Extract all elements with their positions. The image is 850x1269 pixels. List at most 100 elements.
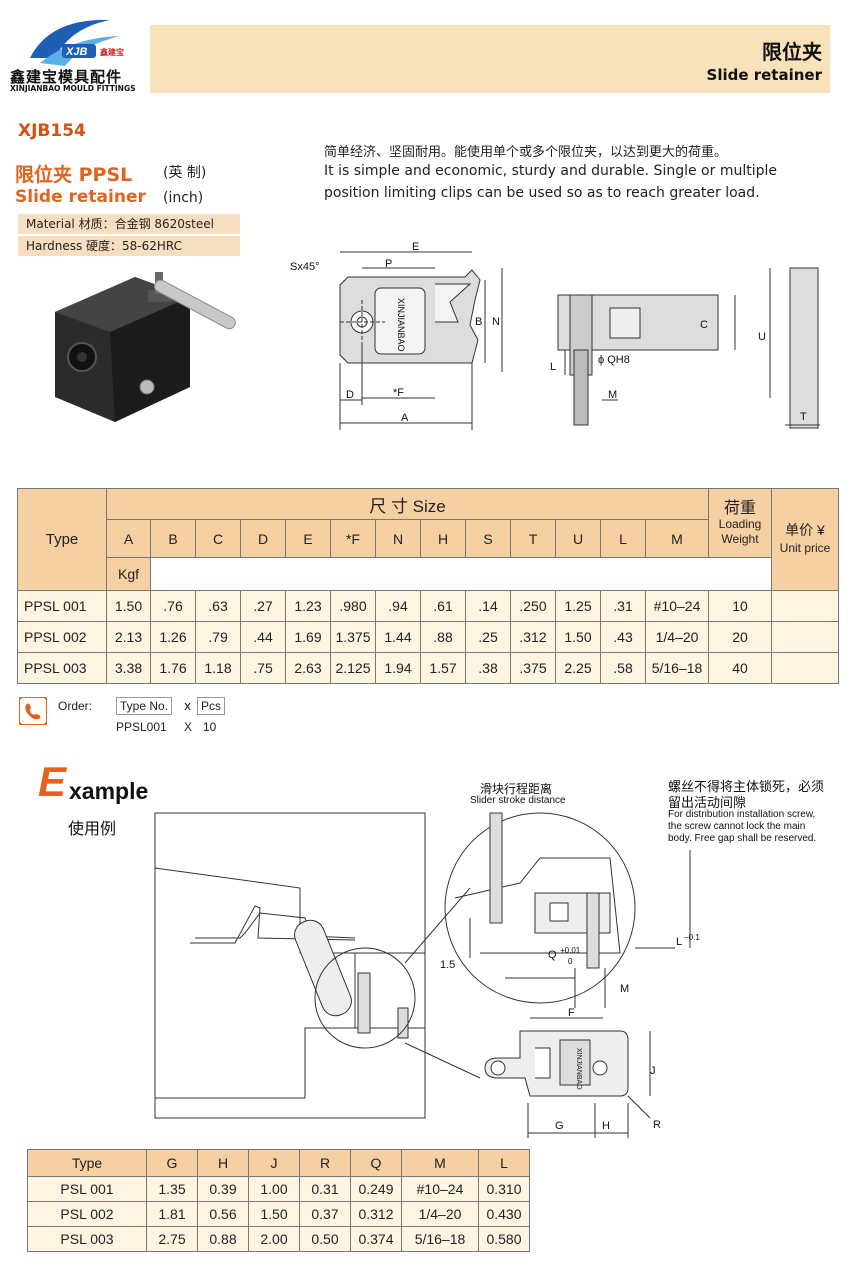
example-col-header: M bbox=[401, 1149, 479, 1177]
value-cell: 1.18 bbox=[195, 652, 241, 684]
page-title-en: Slide retainer bbox=[706, 66, 822, 84]
value-cell: .250 bbox=[510, 590, 556, 622]
value-cell: .61 bbox=[420, 590, 466, 622]
part-marking: XINJIANBAO bbox=[396, 298, 406, 352]
load-cell: 10 bbox=[708, 590, 772, 622]
load-cell: 20 bbox=[708, 621, 772, 653]
value-cell: 1.94 bbox=[375, 652, 421, 684]
type-cell: PPSL 003 bbox=[17, 652, 107, 684]
example-cell: 0.50 bbox=[299, 1226, 351, 1252]
logo-text: XJB bbox=[65, 46, 87, 58]
brand-logo: XJB 鑫建宝 bbox=[30, 19, 124, 66]
dim-t: T bbox=[800, 411, 807, 423]
value-cell: .312 bbox=[510, 621, 556, 653]
value-cell: 1.69 bbox=[285, 621, 331, 653]
value-cell: 1/4–20 bbox=[645, 621, 709, 653]
example-title-initial: E bbox=[38, 758, 67, 805]
col-header: B bbox=[150, 519, 196, 558]
col-header: D bbox=[240, 519, 286, 558]
dim-q-example: Q bbox=[548, 949, 557, 961]
dim-s45: Sx45° bbox=[290, 261, 319, 273]
price-cell bbox=[771, 590, 839, 622]
load-cell: 40 bbox=[708, 652, 772, 684]
example-col-header: J bbox=[248, 1149, 300, 1177]
product-name-cn: 限位夹 PPSL bbox=[15, 164, 133, 186]
phone-icon bbox=[19, 697, 47, 725]
example-cell: 0.374 bbox=[350, 1226, 402, 1252]
screw-note-en-1: For distribution installation screw, bbox=[668, 809, 816, 820]
example-cell: 0.580 bbox=[478, 1226, 530, 1252]
example-cell: 0.430 bbox=[478, 1201, 530, 1227]
dim-d: D bbox=[346, 389, 354, 401]
load-unit: Kgf bbox=[106, 557, 151, 591]
brand-name-cn: 鑫建宝模具配件 bbox=[10, 68, 123, 86]
value-cell: .75 bbox=[240, 652, 286, 684]
col-header: H bbox=[420, 519, 466, 558]
dim-l-tol: −0.1 bbox=[684, 933, 700, 942]
type-cell: PPSL 001 bbox=[17, 590, 107, 622]
value-cell: 1.76 bbox=[150, 652, 196, 684]
value-cell: .38 bbox=[465, 652, 511, 684]
example-cell: 0.249 bbox=[350, 1176, 402, 1202]
type-header: Type bbox=[17, 488, 107, 591]
col-header: M bbox=[645, 519, 709, 558]
screw-note-cn-2: 留出活动间隙 bbox=[668, 795, 747, 810]
example-cell: #10–24 bbox=[401, 1176, 479, 1202]
value-cell: .375 bbox=[510, 652, 556, 684]
value-cell: 1.50 bbox=[555, 621, 601, 653]
value-cell: 1.375 bbox=[330, 621, 376, 653]
example-cell: PSL 001 bbox=[27, 1176, 147, 1202]
example-col-header: Q bbox=[350, 1149, 402, 1177]
dim-f: *F bbox=[393, 387, 404, 399]
example-cell: 0.31 bbox=[299, 1176, 351, 1202]
example-cell: 1.50 bbox=[248, 1201, 300, 1227]
value-cell: .980 bbox=[330, 590, 376, 622]
dim-r: R bbox=[653, 1119, 661, 1131]
col-header: T bbox=[510, 519, 556, 558]
example-col-header: Type bbox=[27, 1149, 147, 1177]
dim-n: N bbox=[492, 316, 500, 328]
value-cell: 2.25 bbox=[555, 652, 601, 684]
dim-q-tol: +0.01 bbox=[560, 946, 581, 955]
example-cell: 0.310 bbox=[478, 1176, 530, 1202]
dim-h: H bbox=[602, 1120, 610, 1132]
page-title-cn: 限位夹 bbox=[762, 40, 822, 64]
dim-l-example: L bbox=[676, 936, 682, 948]
value-cell: 1.23 bbox=[285, 590, 331, 622]
header-bar bbox=[150, 25, 830, 93]
example-cell: PSL 003 bbox=[27, 1226, 147, 1252]
screw-note-en-3: body. Free gap shall be reserved. bbox=[668, 833, 817, 844]
value-cell: .25 bbox=[465, 621, 511, 653]
dim-f-example: F bbox=[568, 1007, 575, 1019]
example-cell: 5/16–18 bbox=[401, 1226, 479, 1252]
value-cell: 1.26 bbox=[150, 621, 196, 653]
example-cell: 0.312 bbox=[350, 1201, 402, 1227]
example-cell: 0.39 bbox=[197, 1176, 249, 1202]
example-title: xample bbox=[69, 778, 149, 804]
stroke-note-en: Slider stroke distance bbox=[470, 795, 566, 806]
brand-name-en: XINJIANBAO MOULD FITTINGS bbox=[10, 84, 136, 93]
example-col-header: R bbox=[299, 1149, 351, 1177]
type-cell: PPSL 002 bbox=[17, 621, 107, 653]
value-cell: .14 bbox=[465, 590, 511, 622]
dim-e: E bbox=[412, 241, 419, 253]
example-cell: 0.56 bbox=[197, 1201, 249, 1227]
dim-q-tol2: 0 bbox=[568, 957, 573, 966]
col-header: N bbox=[375, 519, 421, 558]
product-unit-cn: (英 制) bbox=[163, 165, 207, 181]
example-col-header: H bbox=[197, 1149, 249, 1177]
col-header: *F bbox=[330, 519, 376, 558]
value-cell: .79 bbox=[195, 621, 241, 653]
example-col-header: L bbox=[478, 1149, 530, 1177]
order-x: x bbox=[184, 699, 192, 713]
hardness-spec: Hardness 硬度：58-62HRC bbox=[18, 236, 240, 256]
col-header: E bbox=[285, 519, 331, 558]
value-cell: .94 bbox=[375, 590, 421, 622]
col-header: S bbox=[465, 519, 511, 558]
order-label: Order: bbox=[58, 699, 93, 713]
dim-p: P bbox=[385, 258, 392, 270]
